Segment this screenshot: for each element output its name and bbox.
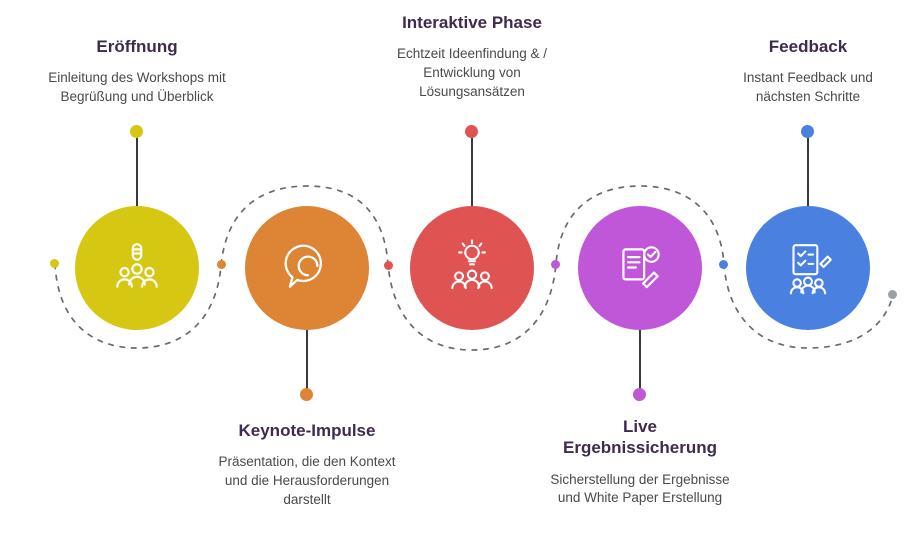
connector-dot-4-5	[719, 260, 728, 269]
stem-dot-eroeffnung	[130, 125, 143, 138]
step-title: Interaktive Phase	[402, 13, 542, 32]
connector-dot-2-3	[384, 261, 393, 270]
stem-dot-interaktive-phase	[465, 125, 478, 138]
step-description: Präsentation, die den Kontext und die He…	[218, 454, 396, 508]
stem-dot-feedback	[801, 125, 814, 138]
speech-bubble-icon	[278, 239, 336, 297]
step-description: Einleitung des Workshops mit Begrüßung u…	[48, 70, 226, 105]
step-label-keynote: Keynote-Impulse Präsentation, die den Ko…	[182, 420, 432, 510]
stem-line-2	[306, 328, 308, 394]
step-label-eroeffnung: Eröffnung Einleitung des Workshops mit B…	[12, 36, 262, 107]
connector-dot-1-2	[217, 260, 226, 269]
step-circle-interaktive-phase	[410, 206, 534, 330]
step-label-feedback: Feedback Instant Feedback und nächsten S…	[683, 36, 921, 107]
step-circle-ergebnissicherung	[578, 206, 702, 330]
step-title: Live Ergebnissicherung	[563, 417, 717, 458]
stem-line-5	[807, 134, 809, 210]
stem-line-1	[136, 134, 138, 210]
idea-people-icon	[443, 239, 501, 297]
step-description: Sicherstellung der Ergebnisse und White …	[550, 471, 730, 506]
connector-dot-start	[50, 259, 59, 268]
stem-dot-keynote	[300, 388, 313, 401]
step-description: Instant Feedback und nächsten Schritte	[743, 70, 873, 105]
document-check-icon	[611, 239, 669, 297]
connector-dot-end	[888, 290, 897, 299]
step-title: Feedback	[768, 37, 848, 56]
stem-line-3	[471, 134, 473, 210]
step-title: Keynote-Impulse	[238, 421, 376, 440]
step-title: Eröffnung	[96, 37, 178, 56]
connector-dot-3-4	[551, 260, 560, 269]
step-circle-keynote	[245, 206, 369, 330]
step-label-ergebnissicherung: Live Ergebnissicherung Sicherstellung de…	[515, 416, 765, 508]
stem-line-4	[639, 328, 641, 394]
step-circle-eroeffnung	[75, 206, 199, 330]
presenter-audience-icon	[108, 239, 166, 297]
stem-dot-ergebnissicherung	[633, 388, 646, 401]
step-description: Echtzeit Ideenfindung & / Entwicklung vo…	[396, 46, 548, 100]
feedback-checklist-icon	[779, 239, 837, 297]
step-circle-feedback	[746, 206, 870, 330]
step-label-interaktive-phase: Interaktive Phase Echtzeit Ideenfindung …	[347, 12, 597, 102]
